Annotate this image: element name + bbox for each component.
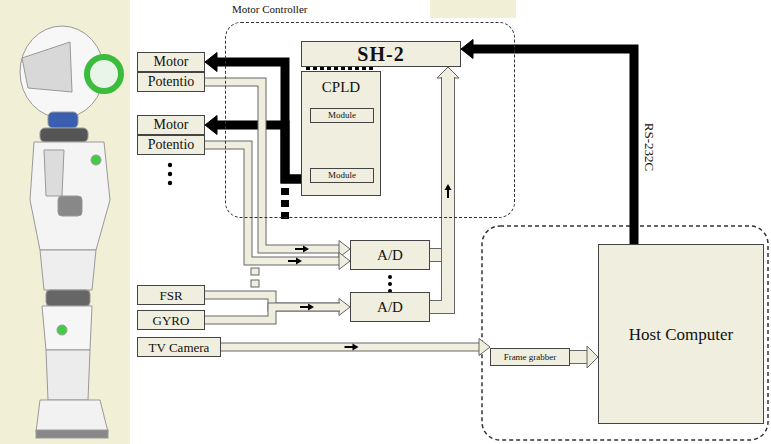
node-label: Module [328, 111, 356, 120]
host-region-outline [482, 226, 768, 440]
sensor-box: Potentio [137, 72, 205, 92]
arrowhead [587, 346, 598, 368]
node-label: SH-2 [357, 44, 404, 64]
connector-line [205, 307, 340, 320]
connector [430, 77, 452, 307]
connector-line [472, 49, 634, 244]
connector-outline [221, 343, 480, 352]
direction-mark [308, 304, 314, 311]
node-label: Frame grabber [504, 353, 557, 362]
direction-mark [303, 246, 309, 253]
blank-tab [430, 0, 516, 18]
region-heading: Motor Controller [232, 4, 307, 15]
sensor-box: FSR [137, 285, 205, 305]
cpu-box: SH-2 [301, 41, 461, 67]
node-label: TV Camera [149, 341, 210, 354]
continuation-marks [251, 268, 259, 287]
camera-box: TV Camera [137, 337, 221, 357]
controller-region: Motor ControllerSH-2CPLDModuleModule [225, 22, 515, 218]
node-label: CPLD [322, 80, 360, 95]
node-label: GYRO [153, 314, 190, 327]
arrowhead [339, 299, 350, 316]
arrowhead [479, 339, 490, 356]
connector [205, 304, 340, 321]
connector [570, 346, 598, 368]
arrowhead [461, 40, 473, 59]
connector [221, 339, 490, 356]
arrowhead [205, 53, 217, 72]
computer-box: Host Computer [598, 244, 764, 424]
arrowhead [437, 67, 459, 78]
node-label: A/D [377, 300, 403, 315]
connector-line [570, 351, 588, 363]
robot-illustration [20, 26, 121, 438]
direction-mark [445, 184, 452, 190]
edge-label: RS-232C [641, 122, 657, 170]
node-label: Host Computer [629, 326, 733, 343]
module-box: Module [310, 108, 374, 123]
motor-box: Motor [137, 115, 205, 135]
connector-outline [430, 77, 448, 307]
connector [461, 40, 634, 245]
direction-mark [353, 344, 359, 351]
adc-box: A/D [350, 240, 430, 270]
adc-box: A/D [350, 292, 430, 322]
arrowhead [339, 253, 350, 270]
arrowhead [205, 116, 217, 135]
node-label: Potentio [148, 138, 195, 152]
connector-outline [570, 350, 588, 364]
connector-line [221, 344, 480, 351]
grabber-box: Frame grabber [490, 348, 570, 366]
continuation-marks [281, 188, 289, 219]
direction-mark [296, 258, 302, 265]
node-label: Module [328, 171, 356, 180]
node-label: Potentio [148, 75, 195, 89]
connector [205, 53, 301, 180]
sensor-box: GYRO [137, 310, 205, 330]
cpld-box: CPLDModuleModule [301, 71, 381, 196]
node-label: A/D [377, 248, 403, 263]
node-label: FSR [159, 289, 182, 302]
node-label: Motor [154, 55, 189, 69]
connector-outline [205, 307, 340, 320]
module-box: Module [310, 168, 374, 183]
sensor-box: Potentio [137, 135, 205, 155]
node-label: Motor [154, 118, 189, 132]
connector-line [430, 77, 448, 307]
robot-panel [0, 0, 130, 444]
motor-box: Motor [137, 52, 205, 72]
